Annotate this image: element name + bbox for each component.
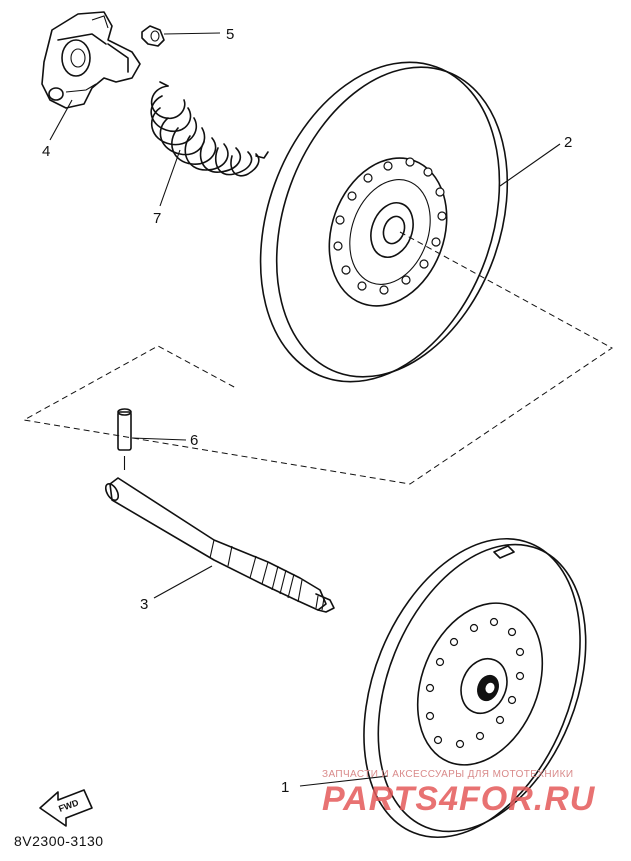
part-7-spring <box>150 81 269 177</box>
leader-lines <box>49 32 561 787</box>
watermark-tagline: ЗАПЧАСТИ И АКСЕССУАРЫ ДЛЯ МОТОТЕХНИКИ <box>322 769 573 780</box>
callout-6: 6 <box>190 432 198 449</box>
callout-5: 5 <box>226 26 234 43</box>
part-3-shaft <box>104 477 335 613</box>
part-4-spider-arm <box>41 11 141 109</box>
callout-4: 4 <box>42 143 50 160</box>
assembly-guide-dashed <box>22 231 613 485</box>
part-5-bushing <box>141 25 165 47</box>
callout-2: 2 <box>564 134 572 151</box>
fwd-arrow-icon: FWD <box>39 789 93 827</box>
callout-3: 3 <box>140 596 148 613</box>
callout-1: 1 <box>281 779 289 796</box>
part-2-large-sheave <box>259 61 509 383</box>
part-1-fixed-sheave <box>363 537 587 839</box>
part-6-pin <box>117 408 132 470</box>
watermark-brand: PARTS4FOR.RU <box>322 780 596 818</box>
callout-7: 7 <box>153 210 161 227</box>
diagram-code: 8V2300-3130 <box>14 833 104 849</box>
